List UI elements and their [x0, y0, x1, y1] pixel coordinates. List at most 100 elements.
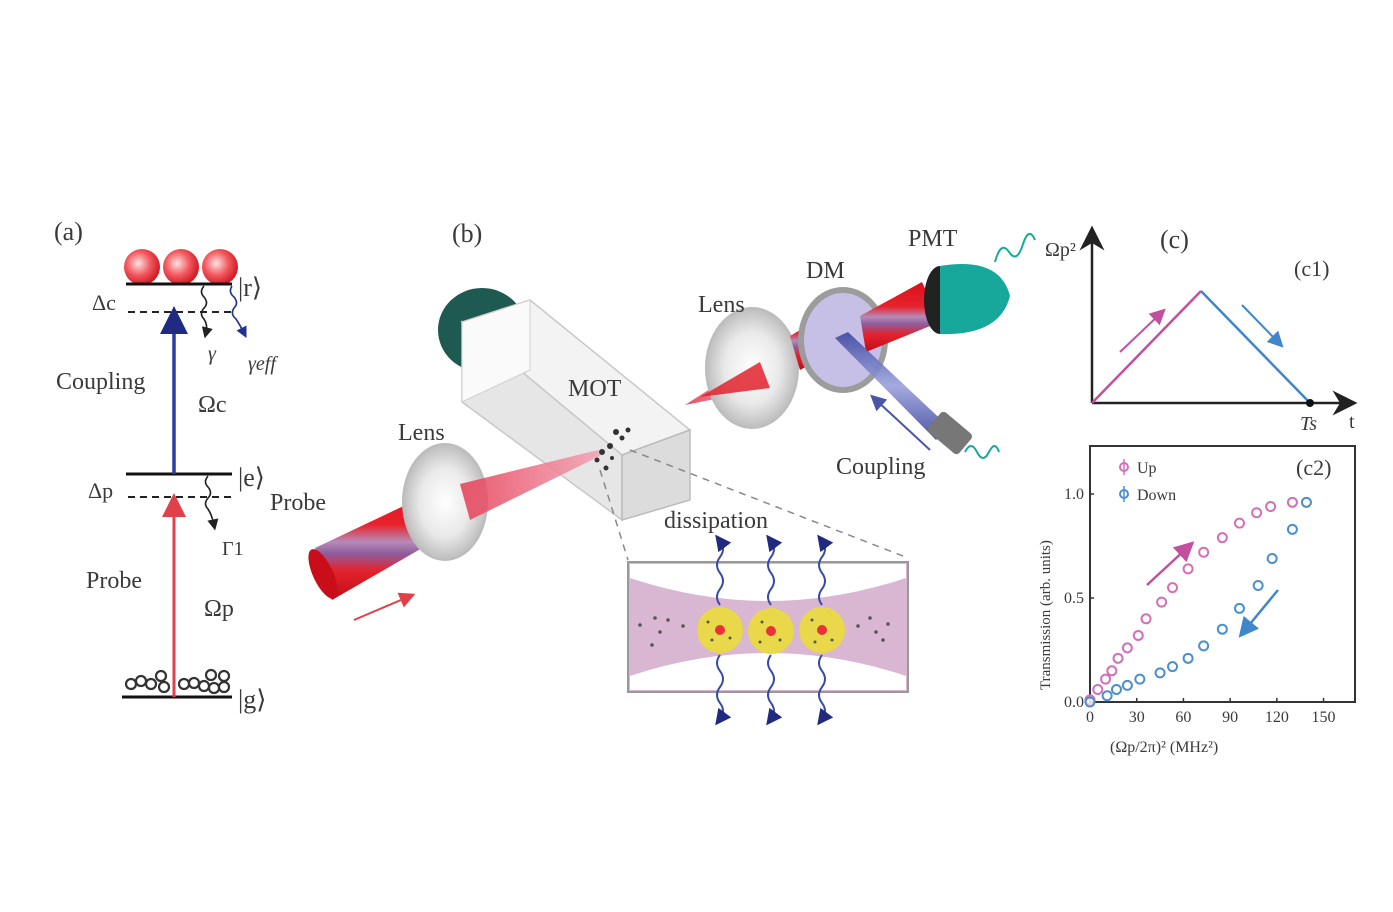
- c2-point-up: [1100, 673, 1112, 685]
- c2-y-tick-label: 0.0: [1064, 694, 1084, 711]
- c2-point-down: [1101, 690, 1113, 702]
- probe-beam-to-pmt: [860, 282, 940, 352]
- c2-down-arrow: [1238, 589, 1279, 638]
- probe-label: Probe: [86, 568, 142, 594]
- c2-point-up: [1251, 507, 1263, 519]
- coupling-beam-label: Coupling: [836, 454, 925, 480]
- c2-x-tick-label: 0: [1086, 709, 1094, 726]
- probe-direction-arrow: [353, 592, 416, 621]
- c2-point-down: [1167, 661, 1179, 673]
- c2-x-tick-label: 30: [1129, 709, 1145, 726]
- gamma1-label: Γ1: [222, 538, 244, 560]
- inset-guide-line: [599, 469, 629, 561]
- coupling-beam: [835, 332, 950, 440]
- c2-point-up: [1216, 532, 1228, 544]
- c2-y-tick-label: 1.0: [1064, 486, 1084, 503]
- c2-y-tick-label: 0.5: [1064, 590, 1084, 607]
- c1-label: (c1): [1294, 256, 1329, 281]
- c1-ramp-down: [1200, 290, 1311, 404]
- rydberg-atom: [163, 249, 199, 285]
- panel-c1-ramp: Ωp² t Ts (c1): [1045, 225, 1358, 435]
- coupling-label: Coupling: [56, 369, 145, 395]
- pmt-cable: [994, 233, 1036, 263]
- coupling-fiber-cable: [964, 445, 1000, 459]
- c2-point-up: [1132, 629, 1144, 641]
- gamma-decay-arrow: [200, 285, 213, 339]
- c2-point-up: [1140, 613, 1152, 625]
- probe-beam-end: [308, 549, 338, 599]
- c2-point-down: [1182, 652, 1194, 664]
- coupling-direction-arrow: [870, 394, 931, 451]
- pmt-detector: [940, 264, 1010, 335]
- c1-ts-marker: [1306, 399, 1314, 407]
- panel-b-setup: (b): [270, 219, 1036, 726]
- probe-focus-cone: [460, 450, 600, 520]
- panel-a-level-diagram: (a) |r⟩ |e⟩ |g⟩ Δc Δp γ γeff: [54, 217, 278, 714]
- c2-point-down: [1110, 684, 1122, 696]
- c2-point-down: [1266, 552, 1278, 564]
- c2-point-down: [1286, 523, 1298, 535]
- c2-point-up: [1121, 642, 1133, 654]
- inset-guide-line: [629, 449, 909, 559]
- lens-left-label: Lens: [398, 420, 445, 446]
- mot-label: MOT: [568, 376, 622, 402]
- pmt-label: PMT: [908, 226, 958, 252]
- c1-ramp-up: [1091, 290, 1202, 404]
- rydberg-atom: [202, 249, 238, 285]
- c2-point-up: [1106, 665, 1118, 677]
- c2-title: (c2): [1296, 455, 1331, 480]
- c2-point-down: [1121, 679, 1133, 691]
- omega-p-label: Ωp: [204, 596, 234, 622]
- c2-point-up: [1233, 517, 1245, 529]
- state-r-label: |r⟩: [238, 273, 262, 302]
- c2-point-down: [1198, 640, 1210, 652]
- coupling-fiber-collimator: [927, 411, 973, 455]
- c1-up-arrow: [1119, 308, 1166, 353]
- c2-point-up: [1156, 596, 1168, 608]
- state-e-label: |e⟩: [238, 463, 265, 492]
- c2-point-down: [1134, 673, 1146, 685]
- probe-cone-inner: [700, 362, 770, 397]
- c2-point-down: [1216, 623, 1228, 635]
- c2-point-up: [1286, 496, 1298, 508]
- ground-atoms-inset: [638, 616, 890, 647]
- dissipation-photons: [715, 534, 834, 726]
- gamma-eff-decay-arrow: [229, 285, 247, 339]
- delta-c-label: Δc: [92, 290, 116, 315]
- omega-c-label: Ωc: [198, 392, 227, 418]
- c2-point-down: [1252, 580, 1264, 592]
- c2-point-up: [1182, 563, 1194, 575]
- panel-b-label: (b): [452, 219, 482, 248]
- c1-x-label: t: [1349, 411, 1355, 433]
- c2-y-axis-label: Transmission (arb. units): [1038, 540, 1054, 690]
- beam-waist-top: [630, 564, 906, 601]
- dissipation-inset: dissipation: [627, 508, 909, 726]
- c2-point-up: [1265, 500, 1277, 512]
- c2-point-down: [1233, 602, 1245, 614]
- c1-ts-label: Ts: [1300, 413, 1317, 435]
- gamma1-decay-arrow: [204, 475, 219, 531]
- state-g-label: |g⟩: [238, 685, 266, 714]
- c2-point-up: [1092, 684, 1104, 696]
- ground-atoms: [124, 668, 231, 695]
- lens-right-label: Lens: [698, 292, 745, 318]
- c1-y-label: Ωp²: [1045, 239, 1076, 261]
- c2-point-up: [1198, 546, 1210, 558]
- c2-x-axis-label: (Ωp/2π)² (MHz²): [1110, 739, 1218, 756]
- dm-label: DM: [806, 258, 845, 284]
- legend-up-label: Up: [1137, 460, 1157, 477]
- c2-legend: Up Down: [1119, 459, 1176, 504]
- glass-cell-back: [461, 299, 531, 403]
- c2-up-arrow: [1146, 541, 1195, 586]
- probe-beam-label: Probe: [270, 490, 326, 516]
- panel-a-label: (a): [54, 217, 83, 246]
- c2-x-tick-label: 60: [1175, 709, 1191, 726]
- dissipation-label: dissipation: [664, 508, 768, 534]
- panel-c-label: (c): [1160, 225, 1189, 254]
- gamma-eff-label: γeff: [248, 353, 278, 375]
- c2-point-up: [1112, 652, 1124, 664]
- legend-down-label: Down: [1137, 487, 1176, 504]
